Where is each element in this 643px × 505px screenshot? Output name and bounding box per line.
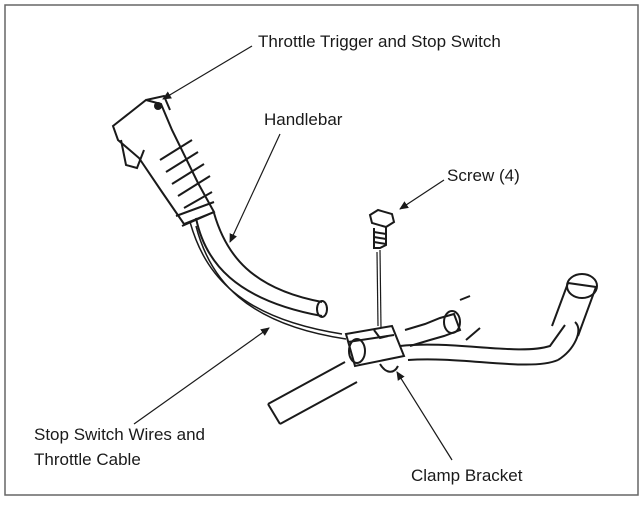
left-handlebar-tube	[195, 212, 328, 318]
clamp-bracket	[344, 324, 406, 373]
diagram-frame	[4, 4, 639, 496]
throttle-trigger-label: Throttle Trigger and Stop Switch	[258, 32, 501, 51]
stop-switch-button	[154, 102, 162, 110]
stop-switch-cable	[189, 221, 347, 340]
shaft-tube	[267, 361, 358, 425]
throttle-handle	[111, 94, 216, 227]
leader-throttle	[162, 45, 253, 100]
screw-label: Screw (4)	[447, 166, 520, 185]
clamp-bracket-label: Clamp Bracket	[411, 466, 523, 485]
leader-clamp	[396, 371, 453, 461]
leader-lines	[133, 45, 453, 461]
leader-handlebar	[229, 133, 281, 243]
leader-stop-switch	[133, 327, 270, 425]
cable-connector	[404, 295, 481, 347]
right-handlebar-tube	[399, 273, 598, 366]
handlebar-label: Handlebar	[264, 110, 343, 129]
screw-part	[368, 208, 396, 329]
stop-switch-label-line1: Stop Switch Wires and	[34, 425, 206, 444]
leader-screw	[399, 179, 445, 210]
stop-switch-label-line2: Throttle Cable	[34, 450, 141, 469]
